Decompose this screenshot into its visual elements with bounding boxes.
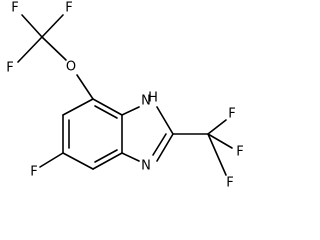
chemical-structure-diagram: F F F O H N F F F N F bbox=[6, 1, 243, 191]
atom-nitrogen-nh: N bbox=[141, 94, 151, 109]
bond-ring-fluorine bbox=[39, 152, 64, 168]
atom-fluorine-right-top: F bbox=[228, 107, 235, 122]
atom-fluorine-top-right: F bbox=[65, 1, 72, 16]
atom-oxygen: O bbox=[66, 60, 76, 75]
bond-cf3-f-right-mid bbox=[207, 133, 233, 149]
atom-fluorine-upper-left: F bbox=[6, 61, 13, 76]
atom-fluorine-top-left: F bbox=[11, 1, 18, 16]
bond-cf3-f-right-bottom bbox=[207, 133, 227, 176]
bond-ring-c4-c5 bbox=[62, 152, 94, 170]
bond-c7a-nh bbox=[121, 106, 140, 116]
bond-cf3-f-top-right bbox=[41, 14, 64, 38]
atom-fluorine-ring: F bbox=[30, 165, 37, 180]
bond-ring-c3a-c4 bbox=[92, 152, 123, 170]
bond-ring-double-c3a-c4 bbox=[94, 149, 118, 163]
atom-fluorine-right-mid: F bbox=[236, 145, 243, 160]
bond-cf3-f-top-left bbox=[21, 14, 43, 38]
atom-labels: F F F O H N F F F N F bbox=[6, 1, 243, 191]
atom-nitrogen-imine: N bbox=[141, 159, 151, 174]
bond-cf3-f-right-top bbox=[207, 119, 227, 135]
bond-ring-c7-c7a bbox=[92, 98, 123, 116]
bond-c2-n-imine bbox=[156, 133, 174, 162]
bond-cf3-f-upper-left bbox=[17, 36, 43, 63]
bond-ring-double-c7-c7a bbox=[94, 105, 118, 119]
bond-n-imine-c3a bbox=[121, 152, 140, 162]
bonds bbox=[17, 14, 233, 176]
bond-c2-n-imine-double bbox=[152, 133, 167, 156]
atom-hydrogen-nh: H bbox=[148, 91, 158, 106]
bond-cf3-oxygen bbox=[41, 36, 67, 61]
bond-ring-c6-c7 bbox=[62, 98, 94, 116]
bond-nh-c2 bbox=[156, 106, 174, 135]
atom-fluorine-right-bottom: F bbox=[226, 176, 233, 191]
bond-oxygen-ring bbox=[76, 74, 94, 100]
